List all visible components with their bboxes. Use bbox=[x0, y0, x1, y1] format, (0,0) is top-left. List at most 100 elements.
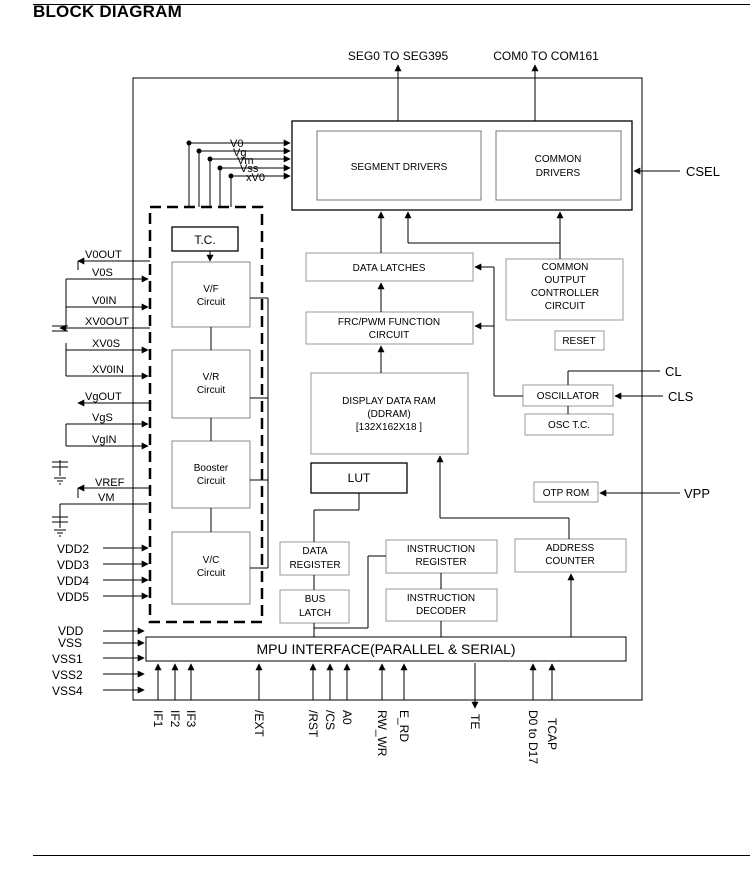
footer-rule bbox=[33, 855, 750, 856]
otp-rom-label: OTP ROM bbox=[543, 488, 589, 499]
vr-circuit-box bbox=[171, 349, 251, 419]
pin-if2: IF2 bbox=[168, 710, 182, 728]
segment-drivers-label: SEGMENT DRIVERS bbox=[351, 162, 448, 173]
reset-box bbox=[554, 330, 605, 351]
left-pin-lines bbox=[59, 257, 150, 528]
pin-vss1: VSS1 bbox=[52, 652, 83, 666]
mpu-interface-box bbox=[145, 636, 627, 662]
pin-vref: VREF bbox=[95, 477, 125, 489]
pin-cs: /CS bbox=[323, 710, 337, 730]
instruction-decoder-label-2: DECODER bbox=[416, 606, 466, 617]
pin-v0out: V0OUT bbox=[85, 249, 122, 261]
pin-vgin: VgIN bbox=[92, 434, 117, 446]
power-chain-lines bbox=[210, 297, 269, 569]
vf-label-1: V/F bbox=[203, 284, 219, 295]
common-drivers-label-2: DRIVERS bbox=[536, 168, 581, 179]
pin-tcap: TCAP bbox=[545, 718, 559, 750]
pin-rw-wr: RW_WR bbox=[375, 710, 389, 757]
v0-label: V0 bbox=[230, 138, 243, 150]
common-output-label-1: COMMON bbox=[542, 262, 589, 273]
pin-vss2: VSS2 bbox=[52, 668, 83, 682]
vss-label: Vss bbox=[240, 163, 259, 175]
pin-cl: CL bbox=[665, 364, 682, 379]
seg-output: SEG0 TO SEG395 bbox=[348, 49, 449, 121]
header-rule bbox=[33, 4, 750, 5]
power-pin-lines bbox=[103, 627, 145, 694]
common-drivers-label-1: COMMON bbox=[535, 154, 582, 165]
address-counter-label-1: ADDRESS bbox=[546, 543, 595, 554]
pin-rst: /RST bbox=[306, 710, 320, 738]
pin-xv0in: XV0IN bbox=[92, 364, 124, 376]
drivers-block bbox=[291, 120, 633, 211]
osc-tc-label: OSC T.C. bbox=[548, 420, 590, 431]
csel-label: CSEL bbox=[686, 164, 720, 179]
vdd-pin-lines bbox=[103, 544, 149, 600]
bus-latch-label-1: BUS bbox=[305, 594, 326, 605]
pin-xv0out: XV0OUT bbox=[85, 316, 129, 328]
bottom-pin-lines bbox=[154, 663, 556, 709]
xv0-label: xV0 bbox=[246, 172, 265, 184]
frc-pwm-label-1: FRC/PWM FUNCTION bbox=[338, 317, 440, 328]
internal-connections bbox=[313, 211, 680, 637]
pin-ext: /EXT bbox=[252, 710, 266, 737]
vc-label-1: V/C bbox=[203, 555, 220, 566]
ddram-box bbox=[310, 372, 469, 455]
segment-drivers-box bbox=[316, 130, 482, 201]
reset-label: RESET bbox=[562, 336, 595, 347]
pin-vdd4: VDD4 bbox=[57, 574, 89, 588]
pin-vdd2: VDD2 bbox=[57, 542, 89, 556]
pin-vgs: VgS bbox=[92, 412, 113, 424]
otp-rom-box bbox=[533, 481, 599, 503]
pin-d0-d17: D0 to D17 bbox=[526, 710, 540, 764]
voltage-bus-dots bbox=[186, 140, 234, 179]
address-counter-label-2: COUNTER bbox=[545, 556, 594, 567]
lut-label: LUT bbox=[348, 471, 371, 485]
pin-if3: IF3 bbox=[184, 710, 198, 728]
booster-label-1: Booster bbox=[194, 463, 229, 474]
seg-output-label: SEG0 TO SEG395 bbox=[348, 49, 449, 63]
ground-symbols bbox=[54, 477, 66, 537]
common-output-label-2: OUTPUT bbox=[544, 275, 585, 286]
pin-vdd5: VDD5 bbox=[57, 590, 89, 604]
bus-latch-label-2: LATCH bbox=[299, 608, 331, 619]
vg-label: Vg bbox=[233, 147, 246, 159]
booster-label-2: Circuit bbox=[197, 476, 226, 487]
pin-vdd3: VDD3 bbox=[57, 558, 89, 572]
frc-pwm-label-2: CIRCUIT bbox=[369, 330, 410, 341]
data-latches-box bbox=[305, 252, 474, 282]
instruction-decoder-label-1: INSTRUCTION bbox=[407, 593, 475, 604]
page-title: BLOCK DIAGRAM bbox=[33, 2, 182, 21]
pin-te: TE bbox=[468, 714, 482, 729]
data-latches-label: DATA LATCHES bbox=[353, 263, 426, 274]
vf-label-2: Circuit bbox=[197, 297, 226, 308]
pin-vss: VSS bbox=[58, 636, 82, 650]
common-drivers-box bbox=[495, 130, 622, 201]
com-output: COM0 TO COM161 bbox=[493, 49, 599, 121]
pin-v0in: V0IN bbox=[92, 295, 117, 307]
pin-e-rd: E_RD bbox=[397, 710, 411, 742]
common-output-label-3: CONTROLLER bbox=[531, 288, 599, 299]
common-output-box bbox=[505, 258, 624, 321]
vc-label-2: Circuit bbox=[197, 568, 226, 579]
booster-circuit-box bbox=[171, 440, 251, 509]
osc-tc-box bbox=[524, 413, 614, 436]
tc-label: T.C. bbox=[194, 233, 215, 247]
tc-box bbox=[171, 226, 239, 252]
mpu-interface-label: MPU INTERFACE(PARALLEL & SERIAL) bbox=[256, 641, 515, 657]
ddram-label-2: (DDRAM) bbox=[367, 409, 410, 420]
pin-vss4: VSS4 bbox=[52, 684, 83, 698]
pin-if1: IF1 bbox=[151, 710, 165, 728]
instruction-register-label-2: REGISTER bbox=[415, 557, 466, 568]
pin-vgout: VgOUT bbox=[85, 391, 122, 403]
pin-vpp: VPP bbox=[684, 486, 710, 501]
pin-vdd: VDD bbox=[58, 624, 84, 638]
address-counter-box bbox=[514, 538, 627, 573]
voltage-bus bbox=[188, 139, 291, 207]
vm-label: Vm bbox=[237, 155, 254, 167]
capacitor-symbols bbox=[52, 325, 68, 523]
pin-v0s: V0S bbox=[92, 267, 113, 279]
common-output-label-4: CIRCUIT bbox=[545, 301, 586, 312]
bottom-pin-labels: IF1 IF2 IF3 /EXT /RST /CS A0 RW_WR E_RD … bbox=[151, 710, 559, 764]
data-register-label-2: REGISTER bbox=[289, 560, 340, 571]
